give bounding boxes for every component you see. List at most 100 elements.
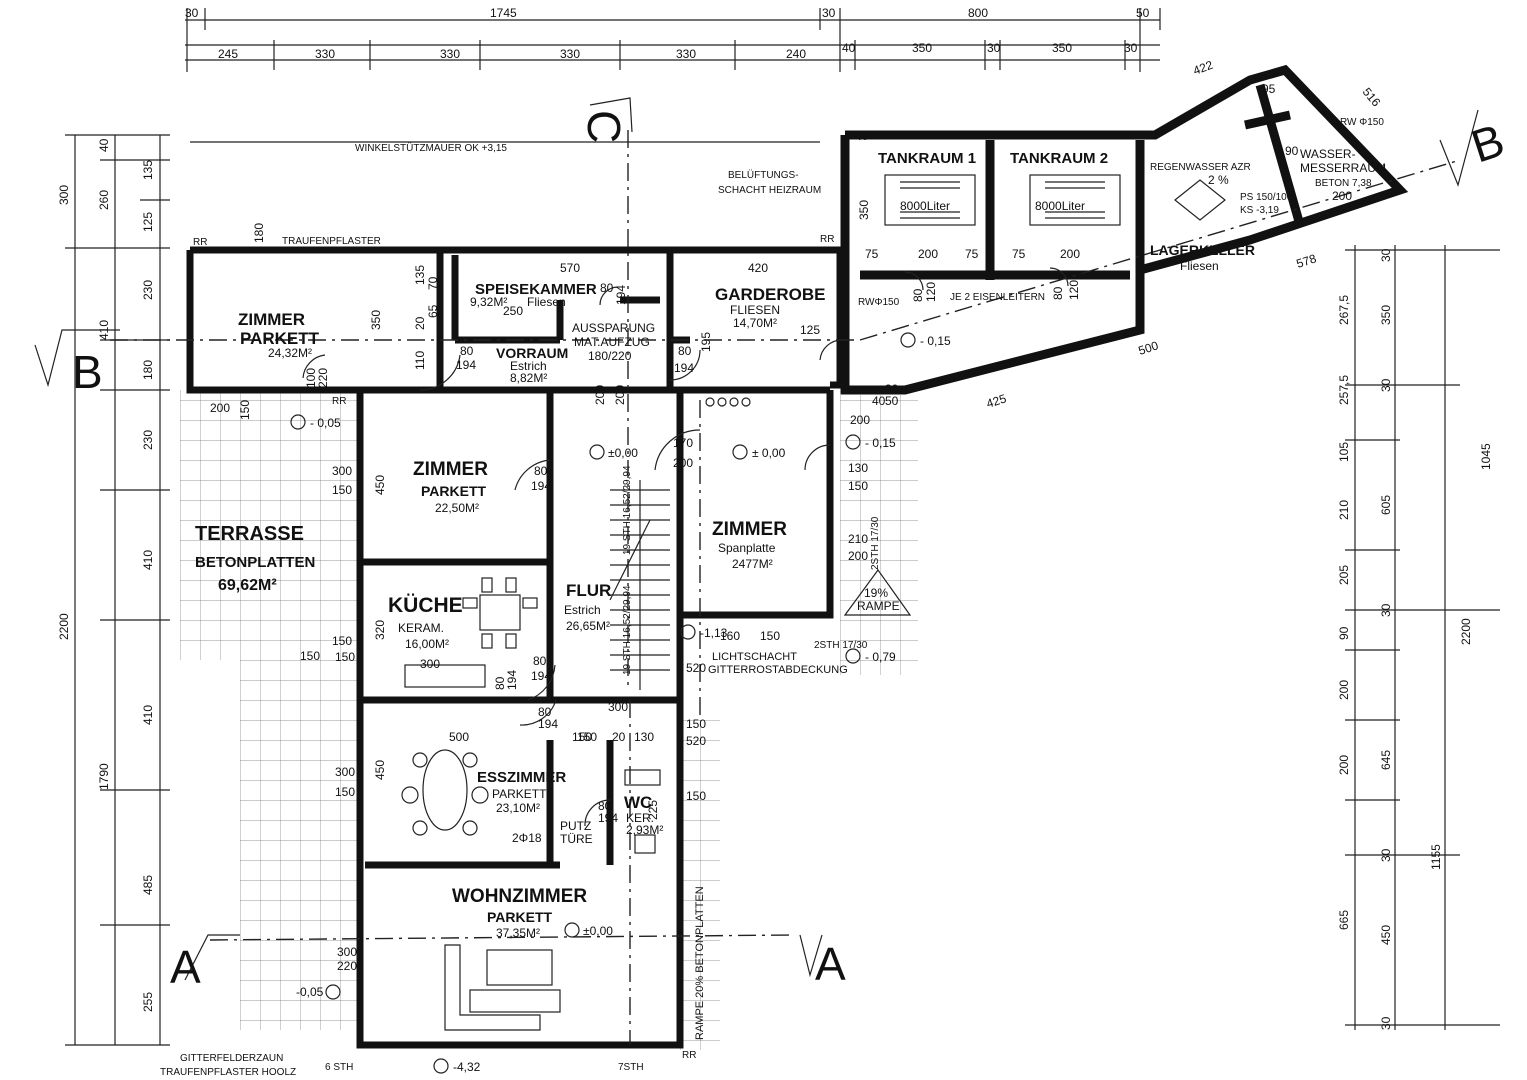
svg-text:170: 170 [673, 436, 693, 450]
dim-top2-330c: 330 [560, 47, 580, 61]
svg-text:150: 150 [332, 483, 352, 497]
svg-text:125: 125 [800, 323, 820, 337]
dim-top2-350b: 350 [1052, 41, 1072, 55]
svg-text:350: 350 [369, 310, 383, 330]
room-garderobe: GARDEROBE FLIESEN 14,70M² [715, 285, 826, 330]
svg-text:24,32M²: 24,32M² [268, 346, 312, 360]
svg-text:250: 250 [503, 304, 523, 318]
misc-dimensions: 570 420 250 200 200 170 200 300 150 450 … [210, 58, 1384, 973]
level-wohn: ±0,00 [583, 924, 613, 938]
dim-right3-210: 210 [1337, 500, 1351, 520]
furniture [401, 174, 1226, 1031]
svg-text:FLIESEN: FLIESEN [730, 303, 780, 317]
svg-text:ZIMMER: ZIMMER [238, 310, 305, 329]
svg-text:40: 40 [872, 394, 886, 408]
svg-text:500: 500 [449, 730, 469, 744]
svg-text:150: 150 [238, 400, 252, 420]
svg-text:420: 420 [748, 261, 768, 275]
dim-top2-330a: 330 [315, 47, 335, 61]
annotation-labels: WINKELSTÜTZMAUER OK +3,15 TRAUFENPFLASTE… [160, 117, 1384, 1078]
svg-text:110: 110 [413, 351, 427, 370]
svg-text:150: 150 [332, 634, 352, 648]
level-terrace: - 0,05 [310, 416, 341, 430]
label-rr-1: RR [193, 237, 207, 248]
svg-text:570: 570 [560, 261, 580, 275]
svg-text:2477M²: 2477M² [732, 557, 773, 571]
label-retaining-wall: WINKELSTÜTZMAUER OK +3,15 [355, 142, 507, 154]
svg-text:MESSERRAUM: MESSERRAUM [1300, 161, 1386, 175]
svg-text:PARKETT: PARKETT [240, 329, 320, 348]
svg-text:578: 578 [1295, 251, 1319, 271]
svg-text:80: 80 [911, 288, 925, 302]
svg-text:ZIMMER: ZIMMER [413, 459, 488, 480]
svg-text:425: 425 [985, 391, 1009, 411]
room-speisekammer: SPEISEKAMMER 9,32M² Fliesen [470, 281, 597, 309]
room-flur: FLUR Estrich 26,65M² [564, 581, 611, 633]
svg-text:200: 200 [210, 401, 230, 415]
svg-text:SPEISEKAMMER: SPEISEKAMMER [475, 281, 597, 298]
svg-text:16,00M²: 16,00M² [405, 637, 449, 651]
level-west: -0,05 [296, 985, 324, 999]
dim-top2-350a: 350 [912, 41, 932, 55]
dim-left-1790: 1790 [97, 763, 111, 790]
svg-text:450: 450 [373, 475, 387, 495]
svg-text:194: 194 [674, 361, 694, 375]
svg-text:80: 80 [538, 705, 552, 719]
svg-text:194: 194 [505, 670, 519, 690]
dim-top2-40: 40 [842, 41, 856, 55]
dim-top2-240: 240 [786, 47, 806, 61]
rainwater-tank: REGENWASSER AZR PS 150/100 KS -3,19 [1150, 162, 1293, 216]
svg-text:Estrich: Estrich [564, 603, 601, 617]
svg-text:TÜRE: TÜRE [560, 832, 593, 846]
svg-text:WASSER-: WASSER- [1300, 147, 1356, 161]
dim-right3-90: 90 [1337, 626, 1351, 640]
dim-top-800: 800 [968, 6, 988, 20]
dim-left-2200: 2200 [57, 613, 71, 640]
svg-text:14,70M²: 14,70M² [733, 316, 777, 330]
label-rr-3: RR [332, 396, 346, 407]
dim-top-50: 50 [1136, 6, 1150, 20]
svg-text:300: 300 [335, 765, 355, 779]
dim-top2-330d: 330 [676, 47, 696, 61]
svg-text:FLUR: FLUR [566, 581, 611, 600]
svg-text:2 %: 2 % [1208, 173, 1229, 187]
section-symbol-b-left: B [34, 329, 120, 398]
dim-left2-180: 180 [141, 360, 155, 380]
svg-text:300: 300 [337, 945, 357, 959]
dim-right2-30b: 30 [1379, 378, 1393, 392]
dim-left3-125: 125 [141, 212, 155, 232]
svg-text:220: 220 [337, 959, 357, 973]
dim-right3-105: 105 [1337, 442, 1351, 462]
svg-text:A: A [815, 938, 846, 990]
svg-text:135: 135 [413, 265, 427, 285]
level-rampe: - 0,79 [865, 650, 896, 664]
label-ramp-long: RAMPE 20% BETONPLATTEN [694, 886, 706, 1040]
room-kueche: KÜCHE KERAM. 16,00M² [388, 594, 463, 651]
dim-right3-200b: 200 [1337, 755, 1351, 775]
dim-left2-40: 40 [97, 138, 111, 152]
svg-text:Estrich: Estrich [510, 359, 547, 373]
label-stair-upper: 19 STH 16,52/29,94 [622, 465, 633, 555]
dim-left-300: 300 [57, 185, 71, 205]
label-steps-2a: 2STH 17/30 [814, 640, 868, 651]
svg-text:80: 80 [598, 799, 612, 813]
svg-text:Spanplatte: Spanplatte [718, 541, 776, 555]
dim-top-30b: 30 [822, 6, 836, 20]
svg-text:516: 516 [1360, 85, 1384, 110]
svg-text:300: 300 [332, 464, 352, 478]
room-lagerkeller: LAGERKELLER Fliesen [1150, 242, 1255, 273]
dim-top2-30b: 30 [1124, 41, 1138, 55]
svg-text:KS -3,19: KS -3,19 [1240, 205, 1279, 216]
dim-top2-30a: 30 [987, 41, 1001, 55]
svg-text:160: 160 [720, 629, 740, 643]
top-dimension-chain: 30 1745 30 800 50 245 330 330 330 330 24… [185, 6, 1161, 72]
svg-text:422: 422 [1191, 58, 1215, 78]
svg-text:194: 194 [531, 669, 551, 683]
svg-text:90: 90 [1285, 144, 1299, 158]
svg-text:2Φ18: 2Φ18 [512, 831, 542, 845]
svg-text:180: 180 [252, 223, 266, 243]
svg-text:150: 150 [300, 649, 320, 663]
svg-text:30: 30 [885, 382, 899, 396]
svg-text:200: 200 [593, 385, 607, 405]
svg-text:8000Liter: 8000Liter [900, 199, 950, 213]
